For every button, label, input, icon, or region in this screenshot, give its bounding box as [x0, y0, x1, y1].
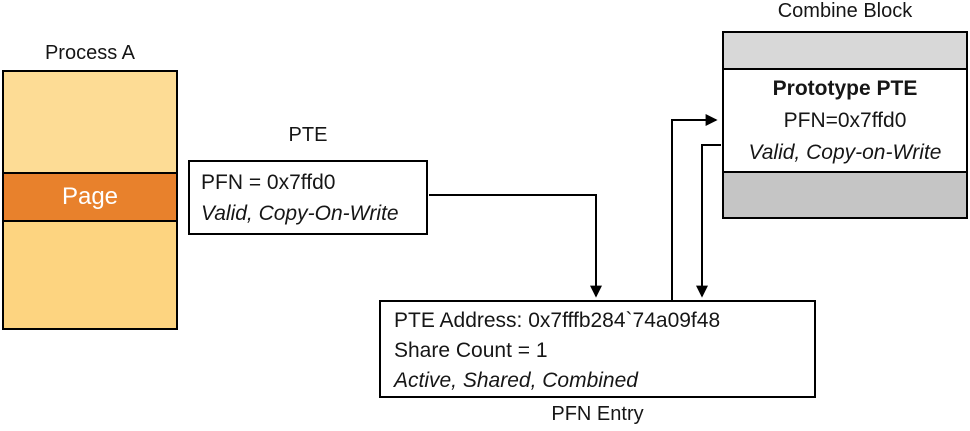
combine-block-label: Combine Block — [777, 0, 913, 22]
process-a-upper-region — [4, 72, 176, 172]
combine-block-header-band — [724, 33, 966, 70]
pte-flags: Valid, Copy-On-Write — [201, 202, 399, 225]
pte-box: PFN = 0x7ffd0 Valid, Copy-On-Write — [188, 160, 428, 235]
connector-pte-to-pfn-entry — [429, 194, 602, 298]
pfn-entry-label: PFN Entry — [551, 403, 644, 425]
pfn-pte-address: PTE Address: 0x7fffb284`74a09f48 — [394, 309, 721, 332]
pfn-share-count: Share Count = 1 — [394, 339, 548, 362]
pfn-entry-box: PTE Address: 0x7fffb284`74a09f48 Share C… — [379, 300, 816, 398]
process-a-lower-region — [4, 222, 176, 328]
combine-block-box: Prototype PTE PFN=0x7ffd0 Valid, Copy-on… — [722, 31, 968, 219]
process-a-memory-box: Page — [2, 70, 178, 330]
prototype-pte-flags: Valid, Copy-on-Write — [748, 140, 942, 164]
page-band: Page — [4, 172, 176, 222]
pfn-flags: Active, Shared, Combined — [394, 369, 638, 392]
connector-pfn-entry-to-prototype-pte — [671, 114, 718, 300]
page-label: Page — [61, 183, 119, 210]
combine-block-footer-band — [724, 171, 966, 217]
prototype-pte-section: Prototype PTE PFN=0x7ffd0 Valid, Copy-on… — [724, 70, 966, 171]
pte-label: PTE — [288, 124, 328, 146]
process-a-label: Process A — [44, 42, 136, 64]
connector-prototype-pte-to-pfn-entry — [696, 144, 721, 298]
prototype-pte-pfn-value: PFN=0x7ffd0 — [783, 108, 907, 132]
pte-pfn-value: PFN = 0x7ffd0 — [201, 171, 336, 194]
prototype-pte-title: Prototype PTE — [772, 76, 918, 100]
